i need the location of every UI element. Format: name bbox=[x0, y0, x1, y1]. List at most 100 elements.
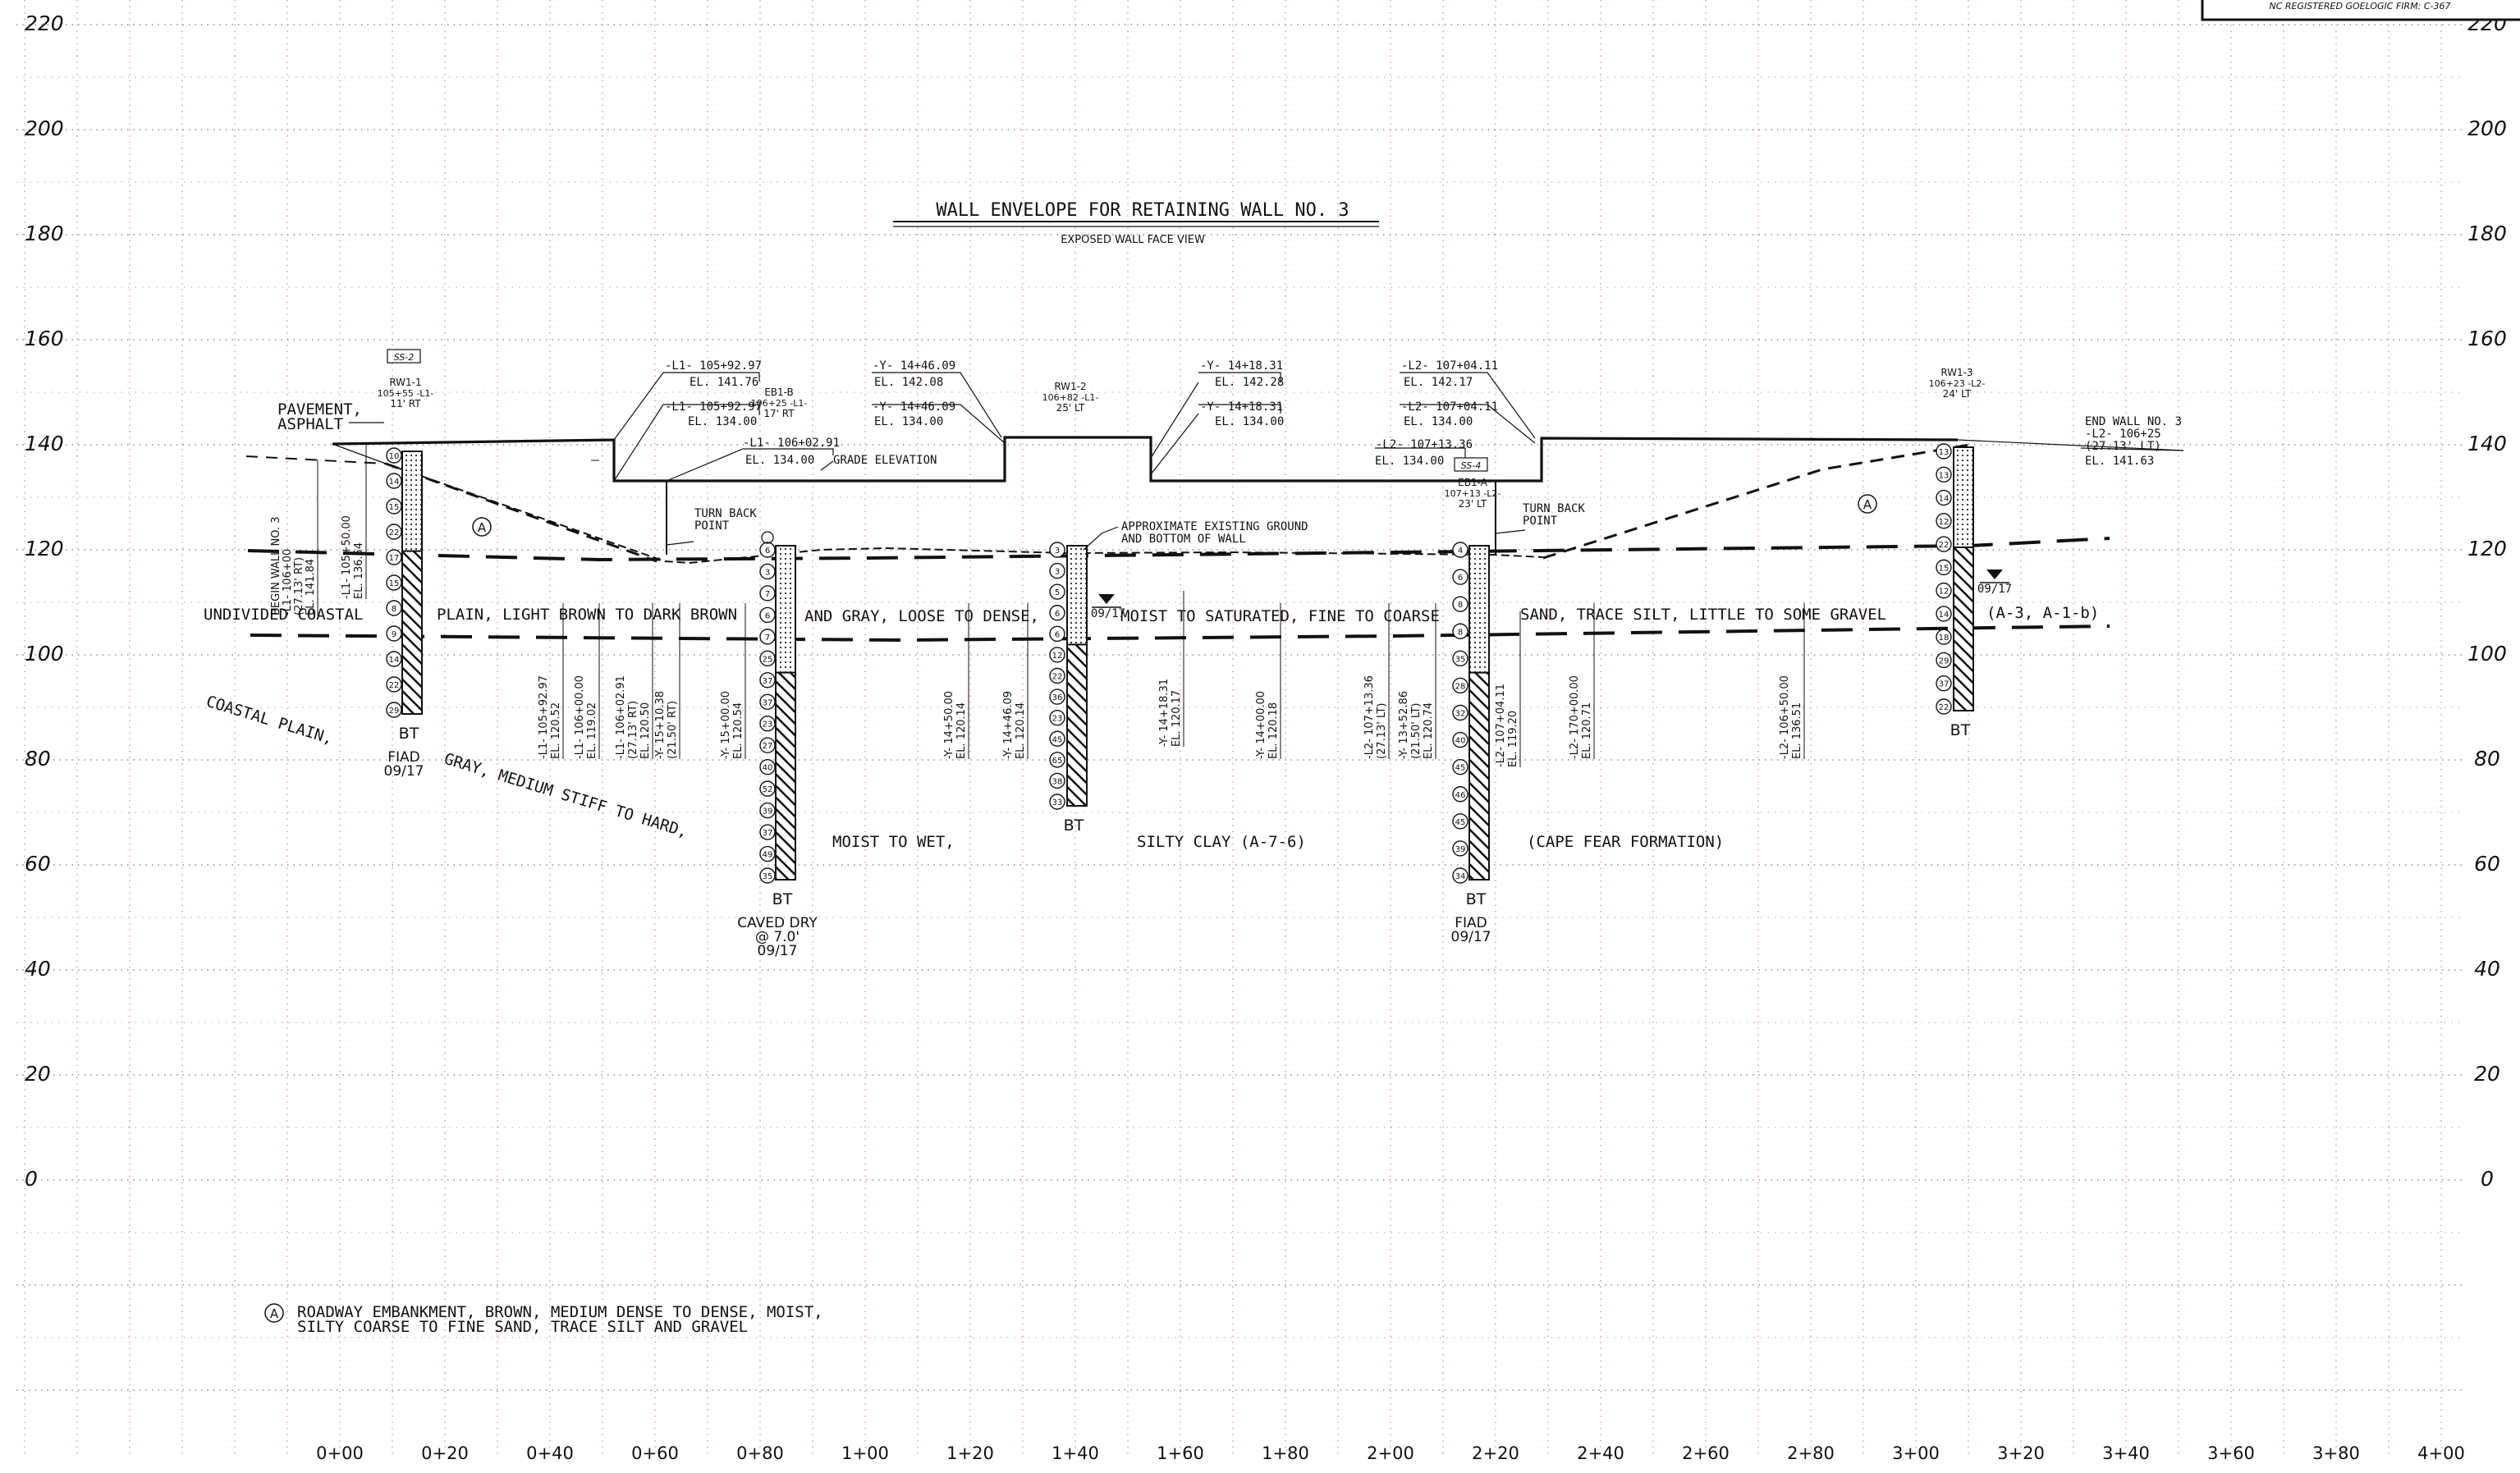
vertical-station-labels: BEGIN WALL NO. 3-L1- 106+00 (27.13' RT) EL… bbox=[270, 443, 1805, 767]
blow-count: 15 bbox=[1939, 564, 1950, 573]
boring-note: 09/17 bbox=[384, 763, 424, 780]
station-label: 0+40 bbox=[526, 1443, 574, 1463]
blow-count-circle bbox=[386, 625, 402, 642]
vertical-label-line: EL. 120.14 bbox=[1015, 702, 1027, 759]
ground-label-2: AND BOTTOM OF WALL bbox=[1121, 533, 1246, 546]
blow-count: 29 bbox=[1939, 656, 1950, 666]
soil-descriptions: UNDIVIDED COASTAL PLAIN, LIGHT BROWN TO … bbox=[204, 604, 2099, 851]
vertical-label-line: (27.13' RT) bbox=[627, 701, 639, 759]
blow-count-circle bbox=[1049, 605, 1065, 621]
blow-count-circle bbox=[1049, 583, 1065, 600]
elevation-label: 180 bbox=[2467, 222, 2507, 245]
vertical-label-line: BEGIN WALL NO. 3 bbox=[270, 516, 282, 615]
boring-tag: SS-2 bbox=[394, 352, 415, 363]
station-label: 0+00 bbox=[316, 1443, 364, 1463]
blow-count-circle bbox=[1936, 559, 1952, 576]
callout-8b: EL. 142.17 bbox=[1404, 376, 1473, 389]
vertical-label-line: -L1- 105+50.00 bbox=[341, 515, 353, 599]
water-table-2: 09/17 bbox=[1977, 570, 2012, 596]
callout-7b: EL. 134.00 bbox=[1215, 415, 1284, 428]
blow-count-circle bbox=[1049, 688, 1065, 705]
blow-count-circle bbox=[1452, 840, 1468, 857]
boring-offset: 11' RT bbox=[390, 398, 421, 409]
blow-count-circle bbox=[1936, 513, 1952, 529]
blow-count: 45 bbox=[1455, 764, 1466, 773]
vertical-label-begin: BEGIN WALL NO. 3-L1- 106+00(27.13' RT)EL… bbox=[270, 460, 318, 615]
blow-count-circle bbox=[1452, 569, 1468, 585]
vertical-label-line: -L2- 170+00.00 bbox=[1569, 675, 1581, 759]
vertical-label-line: -L1- 106+02.91 bbox=[615, 675, 627, 759]
blow-count: 49 bbox=[763, 851, 773, 860]
blow-count: 14 bbox=[1939, 611, 1950, 620]
blow-count-circle bbox=[759, 737, 776, 753]
vertical-label-line: -L2- 106+50.00 bbox=[1779, 675, 1791, 759]
blow-count: 8 bbox=[392, 605, 396, 614]
vertical-label-line: -L1- 106+00 bbox=[282, 549, 294, 615]
elevation-label: 140 bbox=[2467, 432, 2507, 455]
vertical-label-line: -L2- 107+04.11 bbox=[1495, 684, 1507, 767]
boring-upper-zone bbox=[1953, 446, 1974, 548]
blow-count: 6 bbox=[765, 547, 770, 556]
boring-name: RW1-1 bbox=[389, 377, 421, 388]
boring-lower-zone bbox=[1953, 546, 1974, 711]
blow-count-circle bbox=[759, 606, 776, 624]
blow-count: 3 bbox=[765, 568, 770, 577]
blow-count-circle bbox=[1936, 536, 1952, 552]
turn-back-2a: TURN BACK bbox=[1523, 502, 1585, 515]
boring-note: FIAD bbox=[387, 749, 420, 766]
blow-count: 22 bbox=[389, 681, 400, 690]
boring-bottom-label: BT bbox=[1064, 817, 1084, 835]
blow-count-circle bbox=[386, 498, 402, 515]
blow-count-circle bbox=[1936, 582, 1952, 599]
vertical-label-line: EL. 120.74 bbox=[1423, 702, 1435, 759]
blow-count-circle bbox=[1049, 562, 1065, 579]
turn-back-2b: POINT bbox=[1523, 515, 1558, 528]
blow-count-circle bbox=[759, 867, 776, 884]
soil-text-1: UNDIVIDED COASTAL bbox=[204, 606, 363, 624]
boring-bottom-label: BT bbox=[772, 890, 793, 908]
elevation-label: 200 bbox=[25, 117, 64, 140]
blow-count: 14 bbox=[389, 478, 400, 487]
turn-back-1a: TURN BACK bbox=[694, 507, 757, 520]
blow-count-circle bbox=[1049, 709, 1065, 726]
blow-count: 37 bbox=[1939, 680, 1950, 689]
blow-count-circle bbox=[759, 629, 776, 645]
boring-station: 106+82 -L1- bbox=[1042, 392, 1099, 403]
elevation-label: 120 bbox=[2467, 537, 2507, 560]
callout-9a: -L2- 107+04.11 bbox=[1401, 400, 1498, 414]
boring-note: FIAD bbox=[1455, 915, 1487, 931]
blow-count-circle bbox=[759, 758, 776, 775]
vertical-label-line: EL. 120.18 bbox=[1267, 702, 1280, 759]
station-label: 1+40 bbox=[1052, 1443, 1099, 1463]
soil-text-4: MOIST TO SATURATED, FINE TO COARSE bbox=[1120, 607, 1440, 625]
vertical-label-line: -Y- 13+52.86 bbox=[1398, 691, 1410, 759]
blow-count: 46 bbox=[1455, 791, 1466, 800]
drawing-subtitle: EXPOSED WALL FACE VIEW bbox=[1061, 234, 1205, 246]
callout-5a: -Y- 14+46.09 bbox=[873, 400, 955, 414]
blow-count: 33 bbox=[1052, 798, 1063, 807]
boring-upper-zone bbox=[1066, 545, 1088, 646]
blow-count: 12 bbox=[1939, 518, 1950, 527]
boring-bottom-label: BT bbox=[399, 725, 419, 743]
elevation-label: 20 bbox=[25, 1062, 51, 1086]
blow-count: 3 bbox=[1055, 568, 1060, 577]
station-label: 3+80 bbox=[2312, 1443, 2360, 1463]
blow-count: 14 bbox=[1939, 495, 1950, 504]
station-label: 3+20 bbox=[1997, 1443, 2045, 1463]
blow-count-circle bbox=[1452, 596, 1468, 612]
boring-lower-zone bbox=[775, 671, 796, 881]
blow-count: 10 bbox=[389, 452, 400, 461]
boring-offset: 25' LT bbox=[1056, 402, 1085, 414]
blow-count: 22 bbox=[1052, 673, 1063, 682]
blow-count-circle bbox=[759, 716, 776, 732]
blow-count-circle bbox=[759, 563, 776, 580]
station-label: 0+20 bbox=[421, 1443, 469, 1463]
